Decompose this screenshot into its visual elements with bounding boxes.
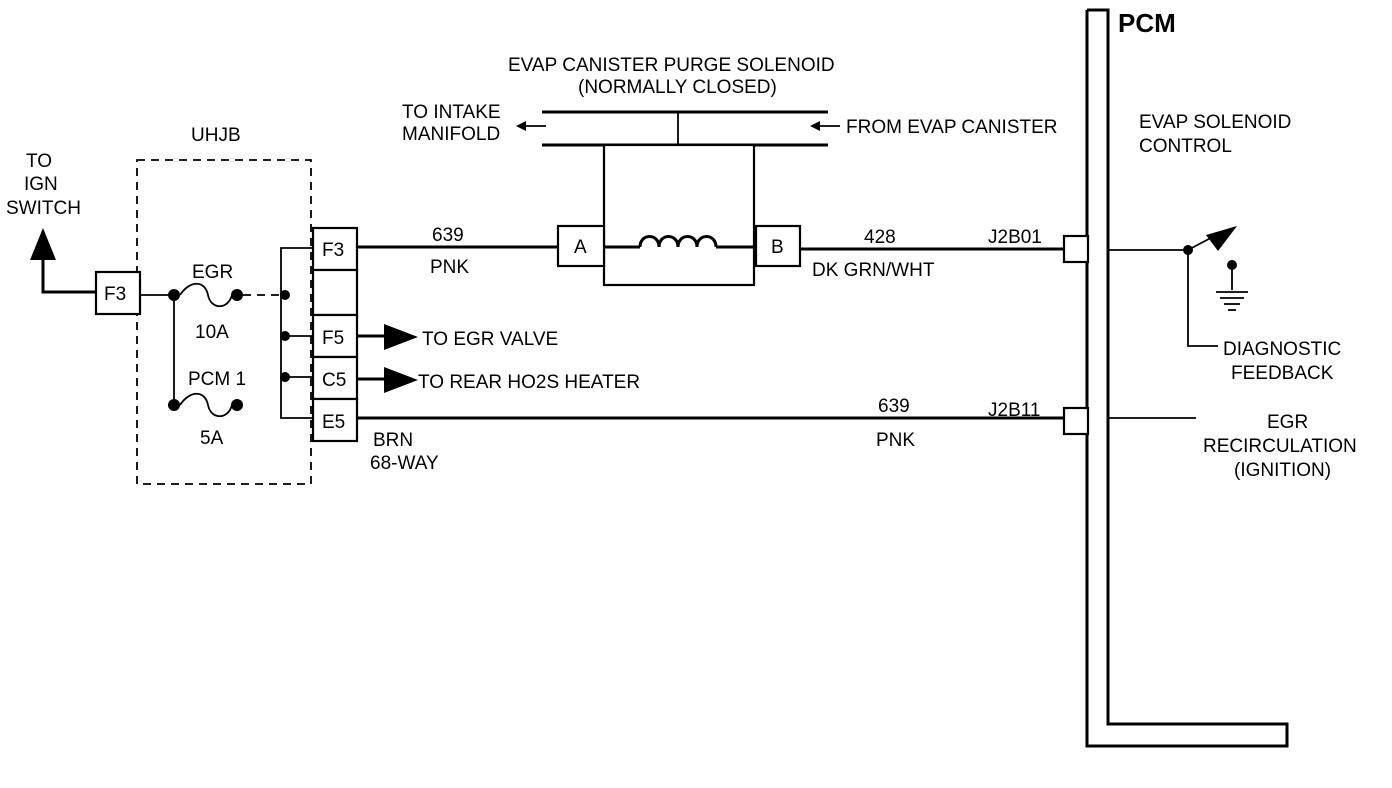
egr-fuse-rating: 10A xyxy=(195,322,229,343)
ign-switch-wire xyxy=(41,258,96,294)
bus-node-egr xyxy=(280,290,290,300)
connector-pin-5: E5 xyxy=(322,412,345,433)
uhjb-fuse-block: UHJB F3 EGR 10A PCM 1 5A xyxy=(94,125,312,485)
uhjb-outline xyxy=(136,159,312,485)
connector-pin-box-1 xyxy=(311,226,359,272)
rear-ho2s-arrow-icon xyxy=(384,367,418,393)
uhjb-title: UHJB xyxy=(191,125,241,146)
solenoid-pin-a-box xyxy=(556,224,606,268)
solenoid-pin-a: A xyxy=(574,237,587,258)
wire-639-top: 639 PNK xyxy=(357,225,558,278)
pcm-terminal-top-box xyxy=(1062,234,1090,264)
solenoid-title-1: EVAP CANISTER PURGE SOLENOID xyxy=(508,55,835,76)
solenoid-pin-b-box xyxy=(754,224,802,268)
solenoid-pin-b: B xyxy=(771,237,784,258)
solenoid-title-2: (NORMALLY CLOSED) xyxy=(578,77,777,98)
solenoid-coil-icon xyxy=(638,235,718,248)
pcm-terminal-bottom: J2B11 xyxy=(988,400,1040,421)
ign-switch-label-3: SWITCH xyxy=(6,198,81,219)
ground-icon xyxy=(1216,291,1248,311)
pcm-terminal-bottom-box xyxy=(1062,406,1090,436)
wire-428-color: DK GRN/WHT xyxy=(812,260,935,281)
bus-connector: F3 F5 C5 E5 BRN 68-WAY xyxy=(280,226,439,474)
egr-recirc-label-1: EGR xyxy=(1267,412,1308,433)
evap-control-label-1: EVAP SOLENOID xyxy=(1139,112,1291,133)
rear-ho2s-label: TO REAR HO2S HEATER xyxy=(418,372,640,393)
pcm1-fuse-terminal-left xyxy=(168,399,180,411)
to-intake-label-2: MANIFOLD xyxy=(402,124,500,145)
rear-ho2s-output: TO REAR HO2S HEATER xyxy=(357,367,640,393)
wire-639-bottom: 639 PNK xyxy=(357,396,1064,451)
wire-639-top-color: PNK xyxy=(430,257,469,278)
pcm-terminal-top: J2B01 xyxy=(988,227,1042,248)
uhjb-input-pin-box xyxy=(94,270,142,316)
connector-type: 68-WAY xyxy=(370,453,439,474)
ign-switch-feed: TO IGN SWITCH xyxy=(6,151,96,294)
egr-recirc-label-3: (IGNITION) xyxy=(1234,460,1331,481)
diag-feedback-wire xyxy=(1187,250,1218,347)
diag-feedback-label-1: DIAGNOSTIC xyxy=(1223,339,1341,360)
connector-pin-4: C5 xyxy=(322,370,346,391)
ign-switch-label-2: IGN xyxy=(24,174,58,195)
from-canister-label: FROM EVAP CANISTER xyxy=(846,117,1058,138)
pcm-module: PCM J2B01 J2B11 EVAP SOLENOID CONTROL DI… xyxy=(988,8,1357,748)
egr-recirc-label-2: RECIRCULATION xyxy=(1203,436,1357,457)
pcm1-fuse-name: PCM 1 xyxy=(188,369,246,390)
from-canister-arrow-icon xyxy=(810,121,820,131)
connector-color: BRN xyxy=(373,430,413,451)
connector-pin-3: F5 xyxy=(322,328,344,349)
uhjb-input-pin: F3 xyxy=(104,284,126,305)
pcm1-fuse-icon xyxy=(179,392,233,418)
wire-428: 428 DK GRN/WHT xyxy=(800,227,1064,281)
pcm1-fuse-terminal-right xyxy=(231,399,243,411)
pcm-title: PCM xyxy=(1118,8,1176,38)
wire-428-circuit: 428 xyxy=(864,227,896,248)
pcm-outline xyxy=(1085,8,1289,748)
ign-switch-arrow-icon xyxy=(30,228,56,260)
connector-pin-box-4 xyxy=(311,355,359,401)
egr-fuse-icon xyxy=(179,282,233,308)
connector-pin-box-2 xyxy=(311,268,359,317)
ign-switch-label-1: TO xyxy=(26,151,52,172)
egr-valve-arrow-icon xyxy=(384,324,418,350)
to-intake-arrow-icon xyxy=(516,121,526,131)
diag-feedback-label-2: FEEDBACK xyxy=(1231,363,1334,384)
wire-639-top-circuit: 639 xyxy=(432,225,464,246)
connector-pin-1: F3 xyxy=(322,240,344,261)
connector-pin-box-5 xyxy=(311,397,359,443)
wire-639-bottom-color: PNK xyxy=(876,430,915,451)
evap-control-label-2: CONTROL xyxy=(1139,136,1232,157)
solenoid-body xyxy=(602,143,756,287)
egr-fuse-name: EGR xyxy=(192,262,233,283)
pcm1-fuse-rating: 5A xyxy=(200,428,224,449)
to-intake-label-1: TO INTAKE xyxy=(402,102,501,123)
egr-fuse-terminal-right xyxy=(231,289,243,301)
evap-purge-solenoid: EVAP CANISTER PURGE SOLENOID (NORMALLY C… xyxy=(402,55,1058,287)
egr-valve-output: TO EGR VALVE xyxy=(357,324,558,350)
egr-valve-label: TO EGR VALVE xyxy=(422,329,558,350)
wire-639-bottom-circuit: 639 xyxy=(878,396,910,417)
pcm-switch-arrow-icon xyxy=(1206,226,1237,251)
